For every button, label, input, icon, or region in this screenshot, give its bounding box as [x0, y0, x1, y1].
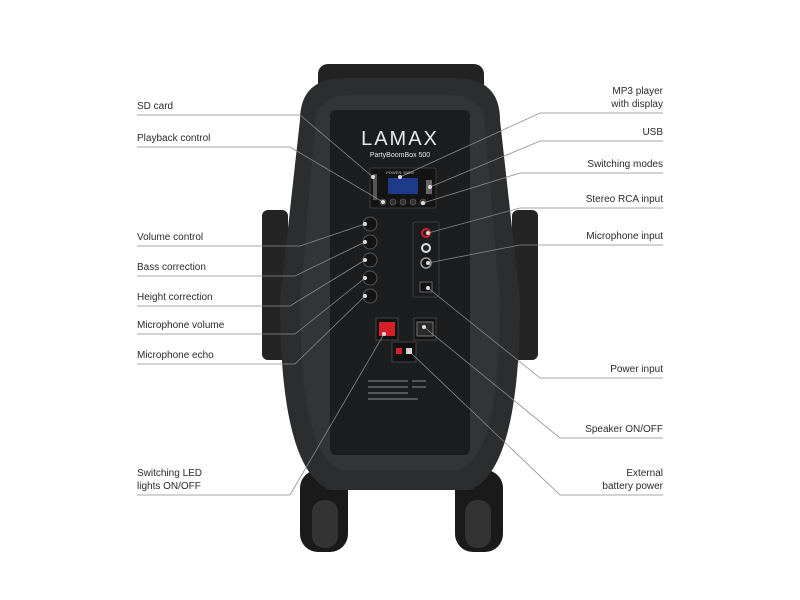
label-mp3-player: MP3 player with display — [611, 85, 663, 111]
label-line: with display — [611, 99, 663, 110]
input-panel-frame — [412, 221, 440, 298]
label-line: Switching LED — [137, 468, 203, 479]
power-rating: POWER: 500W — [386, 170, 414, 175]
label-stereo-rca: Stereo RCA input — [585, 194, 663, 205]
battery-terminals[interactable] — [391, 341, 417, 363]
label-usb: USB — [642, 127, 663, 138]
leader-mic-input — [427, 244, 663, 264]
leader-rca — [427, 207, 663, 234]
speaker-power-switch[interactable] — [416, 321, 434, 337]
leader-echo — [137, 295, 366, 365]
leader-sd-card — [137, 114, 374, 178]
label-line: lights ON/OFF — [137, 481, 201, 492]
left-wheel-hub — [312, 500, 338, 548]
leader-bass — [137, 241, 366, 277]
label-speaker-on-off: Speaker ON/OFF — [585, 424, 663, 435]
sd-slot[interactable] — [373, 174, 377, 200]
label-switching-modes: Switching modes — [587, 159, 663, 170]
label-bass-correction: Bass correction — [137, 262, 206, 273]
label-line: MP3 player — [612, 86, 663, 97]
label-power-input: Power input — [610, 364, 663, 375]
power-input-socket[interactable] — [419, 281, 433, 293]
display — [388, 178, 418, 194]
spec-text-block — [368, 380, 426, 400]
leader-led — [137, 333, 385, 496]
leader-speaker-switch — [423, 326, 663, 439]
playback-button[interactable] — [399, 198, 407, 206]
label-external-battery: External battery power — [602, 467, 663, 493]
label-microphone-echo: Microphone echo — [137, 350, 214, 361]
label-led-switch: Switching LED lights ON/OFF — [137, 467, 202, 493]
leader-power-input — [427, 287, 663, 379]
battery-terminal-positive[interactable] — [396, 348, 402, 354]
leader-mp3 — [399, 112, 663, 178]
label-line: External — [626, 468, 663, 479]
rca-white-jack[interactable] — [421, 243, 431, 253]
label-line: battery power — [602, 481, 663, 492]
led-switch[interactable] — [379, 322, 395, 336]
label-volume-control: Volume control — [137, 232, 204, 243]
leader-modes — [422, 172, 663, 204]
leader-endpoints — [363, 175, 432, 354]
label-sd-card: SD card — [137, 101, 174, 112]
leader-playback — [137, 146, 384, 203]
leader-usb — [429, 140, 663, 188]
back-panel — [330, 110, 470, 455]
leader-battery — [409, 351, 663, 496]
model-name: PartyBoomBox 500 — [369, 152, 431, 159]
label-height-correction: Height correction — [137, 292, 213, 303]
right-wheel-hub — [465, 500, 491, 548]
label-microphone-input: Microphone input — [586, 231, 663, 242]
leader-volume — [137, 223, 366, 247]
playback-button[interactable] — [409, 198, 417, 206]
playback-button[interactable] — [389, 198, 397, 206]
brand-logo: LAMAX — [361, 128, 439, 150]
leader-mic-volume — [137, 277, 366, 335]
label-playback-control: Playback control — [137, 133, 211, 144]
leader-height — [137, 259, 366, 307]
label-microphone-volume: Microphone volume — [137, 320, 225, 331]
